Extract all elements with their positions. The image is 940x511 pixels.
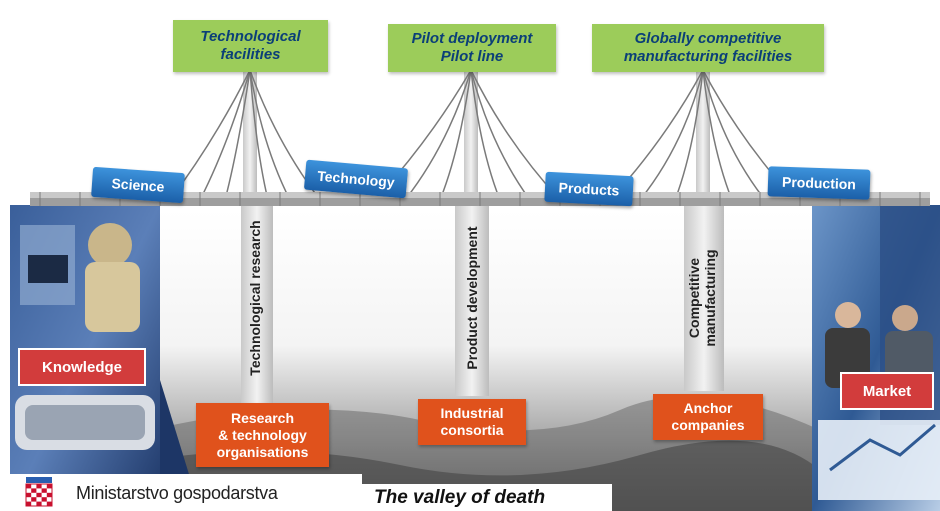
competitive-manufacturing-label: Competitive manufacturing (686, 238, 722, 358)
consortia-line1: Industrial (440, 405, 504, 421)
science-tag: Science (91, 166, 185, 204)
global-line1: Globally competitive (634, 30, 782, 47)
knowledge-label: Knowledge (18, 348, 146, 386)
croatian-coat-of-arms-icon (25, 477, 53, 507)
rto-line1: Research (230, 409, 295, 426)
rto-box: Research & technology organisations (196, 403, 329, 467)
valley-of-death-caption: The valley of death (362, 484, 612, 511)
pilot-line1: Pilot deployment (411, 30, 533, 47)
bridge-pillars (241, 206, 724, 406)
pilot-line2: Pilot line (440, 48, 504, 65)
tech-facilities-line1: Technological (200, 28, 301, 45)
global-manufacturing-box: Globally competitive manufacturing facil… (592, 24, 824, 72)
global-line2: manufacturing facilities (623, 48, 793, 65)
ministry-footer: Ministarstvo gospodarstva (0, 474, 362, 511)
bridge-towers (243, 65, 710, 205)
market-label: Market (840, 372, 934, 410)
competitive-line2: manufacturing (702, 249, 718, 347)
market-photo (812, 205, 940, 511)
anchor-line1: Anchor (683, 400, 733, 416)
tech-research-label: Technological research (247, 220, 263, 376)
tech-facilities-line2: facilities (220, 46, 281, 63)
consortia-box: Industrial consortia (418, 399, 526, 445)
products-tag: Products (544, 171, 634, 207)
competitive-line1: Competitive (686, 257, 702, 339)
anchor-line2: companies (671, 417, 745, 433)
production-tag: Production (767, 166, 871, 200)
consortia-line2: consortia (440, 422, 504, 438)
tech-facilities-box: Technological facilities (173, 20, 328, 72)
anchor-box: Anchor companies (653, 394, 763, 440)
rto-line2: & technology (218, 426, 307, 443)
product-development-label: Product development (464, 226, 480, 370)
ministry-name: Ministarstvo gospodarstva (76, 483, 278, 503)
rto-line3: organisations (216, 443, 309, 460)
pilot-box: Pilot deployment Pilot line (388, 24, 556, 72)
